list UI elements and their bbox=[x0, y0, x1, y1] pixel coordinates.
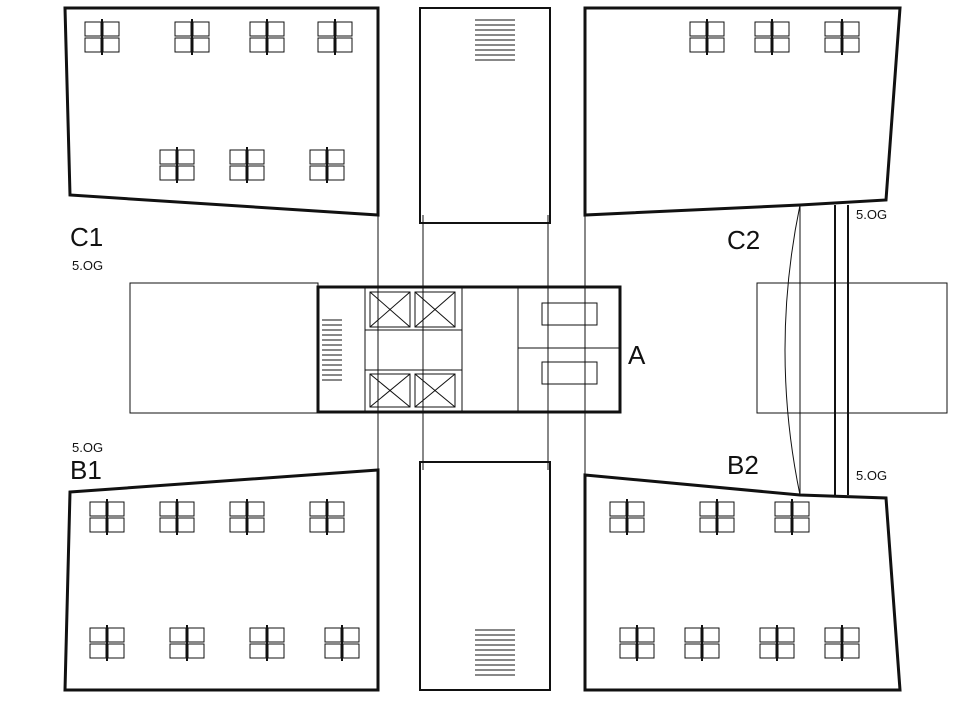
staircase bbox=[475, 19, 515, 61]
desk-cluster bbox=[759, 625, 795, 661]
desk-cluster bbox=[249, 625, 285, 661]
desk-cluster bbox=[89, 499, 125, 535]
staircase bbox=[475, 629, 515, 676]
desk-cluster bbox=[174, 19, 210, 55]
core-a bbox=[316, 285, 622, 414]
meeting-table bbox=[541, 302, 598, 326]
meeting-table bbox=[541, 361, 598, 385]
desk-cluster bbox=[159, 499, 195, 535]
wing-b2-outline bbox=[583, 473, 902, 692]
staircase bbox=[322, 319, 342, 381]
core-north bbox=[419, 7, 551, 224]
desk-cluster bbox=[309, 147, 345, 183]
bridge bbox=[784, 204, 801, 496]
desk-cluster bbox=[309, 499, 345, 535]
wing-label-c2: C2 bbox=[727, 225, 761, 255]
desk-cluster bbox=[699, 499, 735, 535]
desk-cluster bbox=[609, 499, 645, 535]
core-label-a: A bbox=[628, 340, 646, 370]
wing-b1-outline bbox=[63, 468, 380, 692]
atrium-left bbox=[129, 282, 319, 414]
desk-cluster bbox=[317, 19, 353, 55]
floor-label-b2: 5.OG bbox=[856, 468, 888, 483]
desk-cluster bbox=[159, 147, 195, 183]
floor-label-c2: 5.OG bbox=[856, 207, 888, 222]
desk-cluster bbox=[229, 499, 265, 535]
wing-label-b1: B1 bbox=[70, 455, 102, 485]
wing-label-c1: C1 bbox=[70, 222, 104, 252]
desk-cluster bbox=[249, 19, 285, 55]
floor-label-b1: 5.OG bbox=[72, 440, 104, 455]
desk-cluster bbox=[89, 625, 125, 661]
wing-c1-outline bbox=[63, 6, 380, 217]
desk-cluster bbox=[824, 19, 860, 55]
desk-cluster bbox=[754, 19, 790, 55]
wing-label-b2: B2 bbox=[727, 450, 759, 480]
desk-cluster bbox=[169, 625, 205, 661]
wing-c2-outline bbox=[583, 6, 902, 217]
desk-cluster bbox=[689, 19, 725, 55]
desk-cluster bbox=[84, 19, 120, 55]
core-south bbox=[419, 461, 551, 691]
desk-cluster bbox=[619, 625, 655, 661]
desk-cluster bbox=[774, 499, 810, 535]
desk-cluster bbox=[324, 625, 360, 661]
desk-cluster bbox=[229, 147, 265, 183]
desk-cluster bbox=[824, 625, 860, 661]
atrium-right bbox=[756, 282, 948, 414]
desk-cluster bbox=[684, 625, 720, 661]
floor-label-c1: 5.OG bbox=[72, 258, 104, 273]
